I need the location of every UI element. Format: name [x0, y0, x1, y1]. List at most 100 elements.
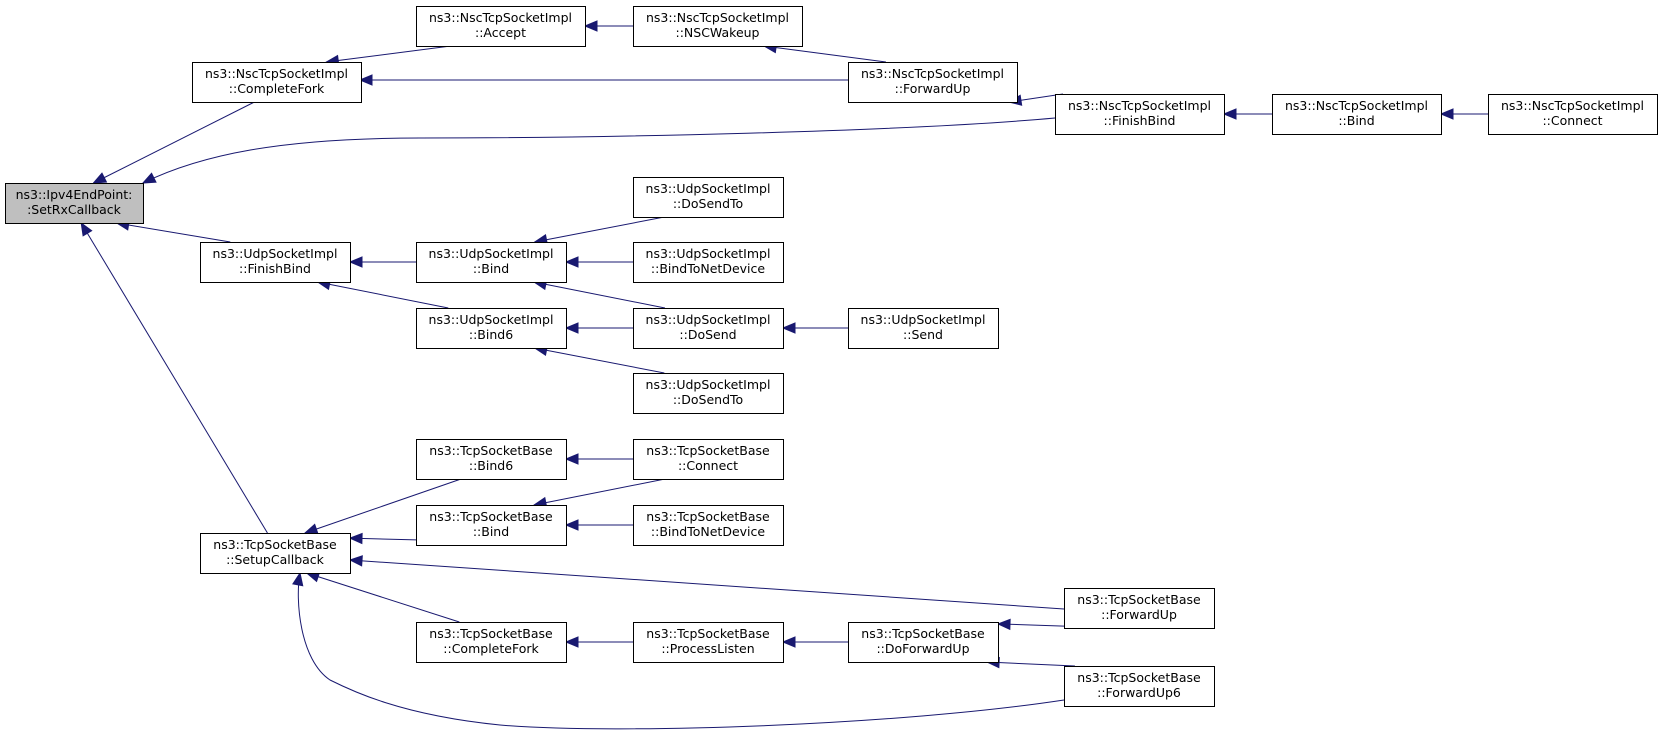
function-node[interactable]: ns3::TcpSocketBase::Bind6 — [416, 439, 567, 480]
edge-arrowhead — [348, 256, 363, 268]
node-method-label: ::FinishBind — [1104, 113, 1176, 128]
nodes-layer: ns3::Ipv4EndPoint::SetRxCallback ns3::Nsc… — [5, 6, 1658, 707]
call-edge — [80, 221, 268, 534]
node-class-label: ns3::TcpSocketBase — [861, 626, 985, 641]
edge-arrowhead — [348, 555, 363, 567]
edge-line — [80, 222, 268, 534]
function-node[interactable]: ns3::NscTcpSocketImpl::NSCWakeup — [633, 6, 803, 47]
node-class-label: ns3::UdpSocketImpl — [429, 246, 554, 261]
node-box — [416, 308, 567, 349]
node-box — [416, 505, 567, 546]
node-method-label: ::NSCWakeup — [676, 25, 760, 40]
node-class-label: ns3::TcpSocketBase — [429, 443, 553, 458]
node-class-label: ns3::TcpSocketBase — [429, 626, 553, 641]
node-method-label: ::Bind — [1338, 113, 1374, 128]
function-node[interactable]: ns3::UdpSocketImpl::FinishBind — [200, 242, 351, 283]
function-node[interactable]: ns3::NscTcpSocketImpl::Bind — [1272, 94, 1442, 135]
node-method-label: ::SetupCallback — [226, 552, 325, 567]
edge-line — [93, 101, 255, 184]
node-box — [200, 242, 351, 283]
call-edge — [533, 216, 665, 246]
edge-line — [533, 478, 666, 506]
function-node[interactable]: ns3::UdpSocketImpl::Bind — [416, 242, 567, 283]
root-function-node[interactable]: ns3::Ipv4EndPoint::SetRxCallback — [5, 183, 144, 224]
function-node[interactable]: ns3::TcpSocketBase::Bind — [416, 505, 567, 546]
edge-arrowhead — [92, 172, 108, 184]
function-node[interactable]: ns3::TcpSocketBase::ProcessListen — [633, 622, 784, 663]
function-node[interactable]: ns3::UdpSocketImpl::BindToNetDevice — [633, 242, 784, 283]
node-box — [633, 439, 784, 480]
node-class-label: ns3::UdpSocketImpl — [429, 312, 554, 327]
call-edge — [348, 555, 1065, 610]
edge-line — [317, 281, 449, 309]
call-edge — [348, 532, 417, 545]
node-box — [848, 622, 999, 663]
call-edge — [985, 656, 1075, 669]
node-box — [633, 6, 803, 47]
node-box — [200, 533, 351, 574]
edge-arrowhead — [564, 636, 579, 648]
node-method-label: ::BindToNetDevice — [651, 524, 765, 539]
call-edge — [564, 636, 633, 648]
function-node[interactable]: ns3::UdpSocketImpl::Send — [848, 308, 999, 349]
function-node[interactable]: ns3::UdpSocketImpl::DoSendTo — [633, 373, 784, 414]
function-node[interactable]: ns3::NscTcpSocketImpl::FinishBind — [1055, 94, 1225, 135]
function-node[interactable]: ns3::TcpSocketBase::Connect — [633, 439, 784, 480]
node-method-label: ::Connect — [1542, 113, 1602, 128]
node-box — [1055, 94, 1225, 135]
edge-line — [326, 45, 451, 63]
node-class-label: ns3::TcpSocketBase — [1077, 592, 1201, 607]
function-node[interactable]: ns3::TcpSocketBase::BindToNetDevice — [633, 505, 784, 546]
node-class-label: ns3::TcpSocketBase — [646, 509, 770, 524]
call-edge — [292, 571, 1065, 730]
function-node[interactable]: ns3::NscTcpSocketImpl::CompleteFork — [192, 62, 362, 103]
call-edge — [1222, 108, 1272, 120]
node-class-label: ns3::UdpSocketImpl — [646, 181, 771, 196]
edge-arrowhead — [583, 20, 598, 32]
function-node[interactable]: ns3::UdpSocketImpl::DoSendTo — [633, 177, 784, 218]
call-edge — [358, 74, 848, 86]
call-edge — [141, 117, 1056, 184]
node-method-label: :SetRxCallback — [27, 202, 122, 217]
node-box — [1064, 588, 1215, 629]
function-node[interactable]: ns3::NscTcpSocketImpl::ForwardUp — [848, 62, 1018, 103]
edge-line — [116, 222, 231, 243]
edge-line — [297, 572, 1065, 730]
node-class-label: ns3::UdpSocketImpl — [213, 246, 338, 261]
function-node[interactable]: ns3::UdpSocketImpl::DoSend — [633, 308, 784, 349]
node-method-label: ::CompleteFork — [443, 641, 539, 656]
node-box — [633, 242, 784, 283]
node-class-label: ns3::UdpSocketImpl — [646, 246, 771, 261]
edge-arrowhead — [80, 221, 93, 237]
edge-line — [142, 117, 1056, 184]
node-class-label: ns3::NscTcpSocketImpl — [861, 66, 1004, 81]
call-edge — [564, 453, 633, 465]
function-node[interactable]: ns3::UdpSocketImpl::Bind6 — [416, 308, 567, 349]
edge-arrowhead — [781, 636, 796, 648]
call-edge — [564, 256, 633, 268]
node-box — [1272, 94, 1442, 135]
node-method-label: ::ProcessListen — [661, 641, 754, 656]
node-method-label: ::Bind6 — [469, 327, 513, 342]
edge-arrowhead — [348, 532, 363, 545]
node-method-label: ::ForwardUp — [1101, 607, 1177, 622]
function-node[interactable]: ns3::TcpSocketBase::ForwardUp6 — [1064, 666, 1215, 707]
function-node[interactable]: ns3::TcpSocketBase::DoForwardUp — [848, 622, 999, 663]
node-box — [633, 622, 784, 663]
function-node[interactable]: ns3::NscTcpSocketImpl::Connect — [1488, 94, 1658, 135]
node-method-label: ::ForwardUp — [895, 81, 971, 96]
call-edge — [316, 278, 449, 309]
function-node[interactable]: ns3::TcpSocketBase::CompleteFork — [416, 622, 567, 663]
call-edge — [348, 256, 416, 268]
function-node[interactable]: ns3::NscTcpSocketImpl::Accept — [416, 6, 586, 47]
node-box — [633, 505, 784, 546]
edge-line — [534, 216, 665, 243]
node-class-label: ns3::TcpSocketBase — [429, 509, 553, 524]
edge-arrowhead — [564, 256, 579, 268]
function-node[interactable]: ns3::TcpSocketBase::SetupCallback — [200, 533, 351, 574]
node-box — [416, 622, 567, 663]
function-node[interactable]: ns3::TcpSocketBase::ForwardUp — [1064, 588, 1215, 629]
node-box — [633, 177, 784, 218]
node-box — [1488, 94, 1658, 135]
call-edge — [583, 20, 633, 32]
